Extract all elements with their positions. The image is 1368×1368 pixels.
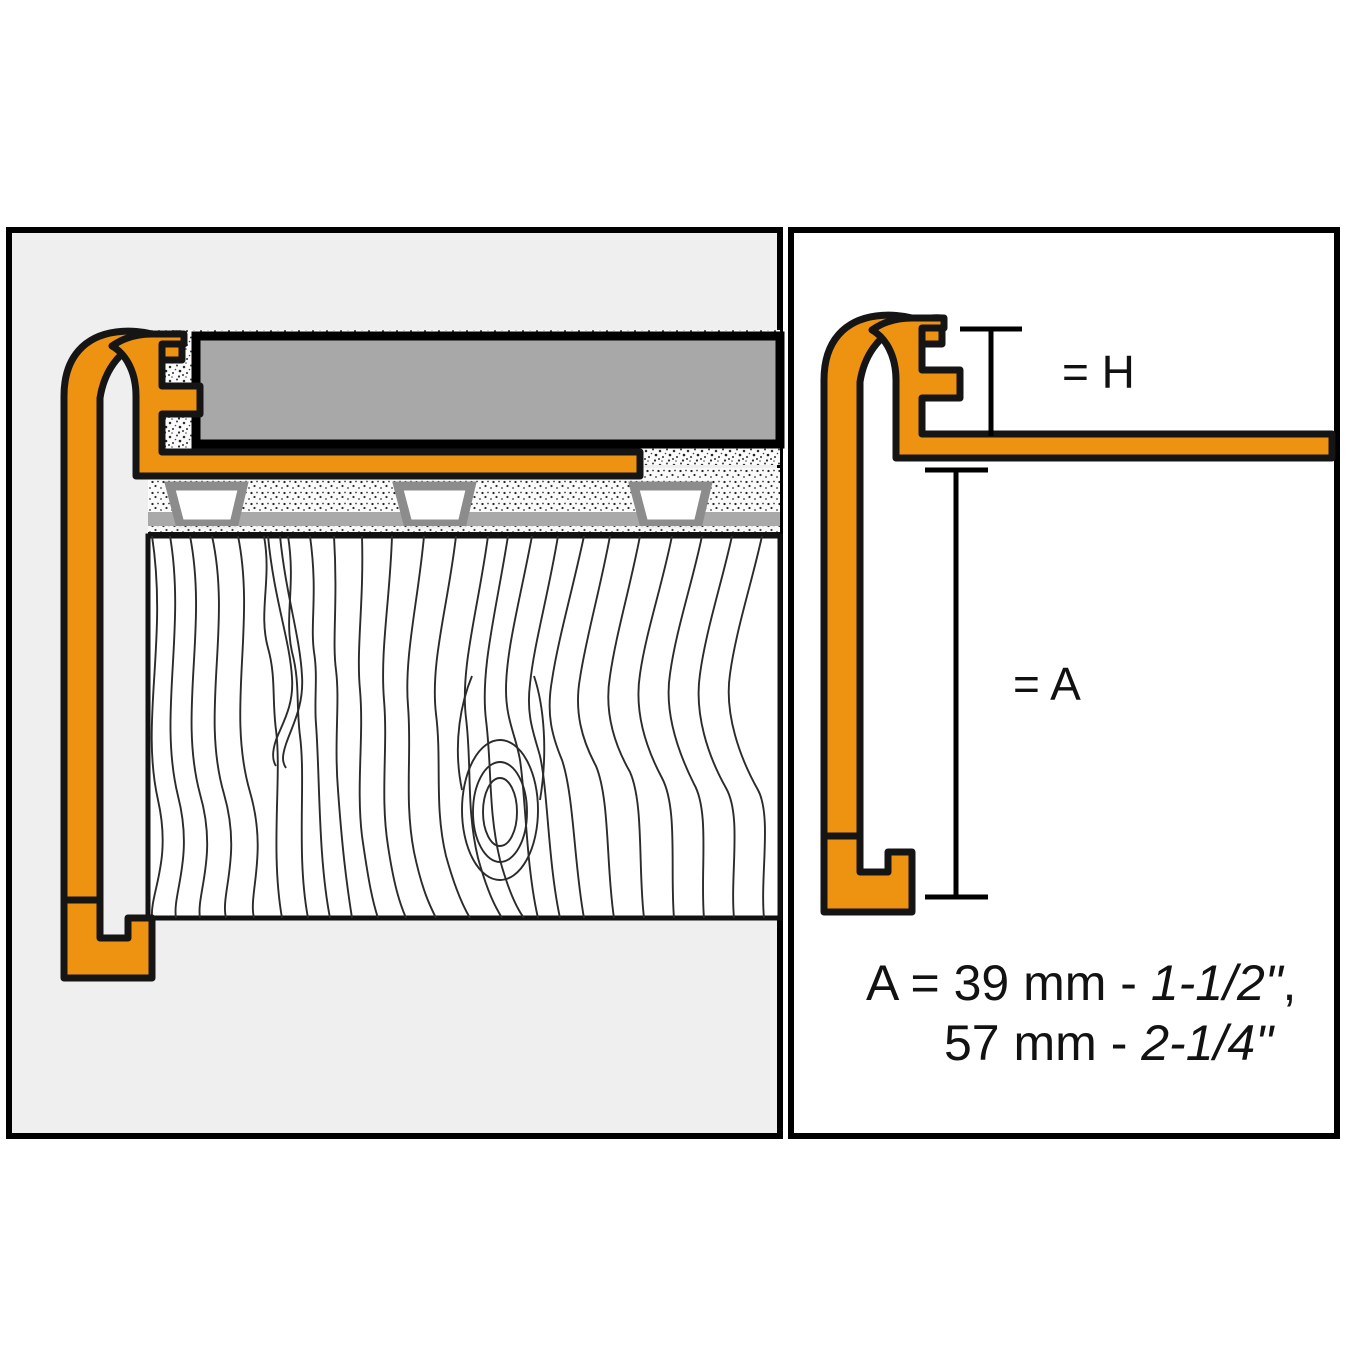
dimension-h [960, 326, 1022, 436]
profile-hook-and-anchor-leg [868, 314, 1336, 462]
caption-line-1-suffix: , [1283, 955, 1297, 1011]
caption-line-1-prefix: A = 39 mm - [866, 955, 1151, 1011]
profile-dimension-view-drawing: = H = A A = 39 mm - 1-1/2", 57 mm - 2-1/… [820, 311, 1336, 1071]
dimension-a [925, 467, 988, 900]
plywood-substrate-icon [145, 533, 783, 921]
caption-line-1: A = 39 mm - 1-1/2", [866, 955, 1296, 1011]
panel-right-background [788, 227, 1340, 1139]
dimension-a-label: = A [1013, 658, 1081, 710]
caption-line-2-prefix: 57 mm - [944, 1015, 1141, 1071]
caption-line-2: 57 mm - 2-1/4" [944, 1015, 1275, 1071]
caption-line-2-italic: 2-1/4" [1140, 1015, 1275, 1071]
bullnose-edge-profile-icon [60, 327, 644, 982]
caption-line-1-italic: 1-1/2" [1151, 955, 1285, 1011]
tile-icon [191, 331, 785, 449]
dimension-h-label: = H [1062, 346, 1135, 398]
profile-foot-right [820, 832, 916, 916]
panel-right [788, 227, 1340, 1139]
